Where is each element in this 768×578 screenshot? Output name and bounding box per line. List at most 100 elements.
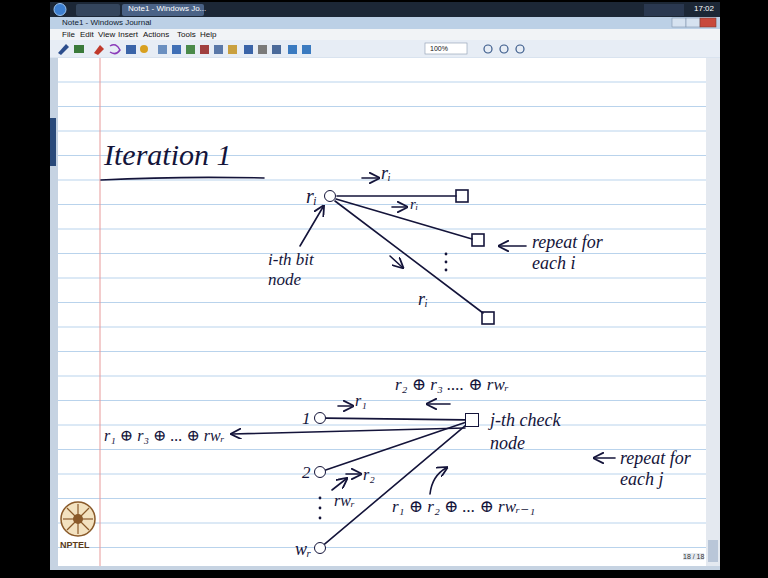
tray-icons xyxy=(644,4,684,16)
logo-text: NPTEL xyxy=(60,541,90,550)
ruled-line xyxy=(58,327,706,328)
message-arrow xyxy=(338,405,352,407)
tool-icon xyxy=(172,45,181,54)
ruled-line xyxy=(58,82,706,83)
pointer-arrow xyxy=(595,457,615,459)
message-label: rᵢ xyxy=(381,164,391,182)
message-label: r₂ xyxy=(363,467,375,483)
start-orb xyxy=(54,4,66,16)
page-counter: 18 / 18 xyxy=(683,553,704,560)
pointer-arrow xyxy=(500,245,526,247)
return-arrow xyxy=(233,428,465,434)
tool-icon xyxy=(140,45,148,53)
ellipsis-dot xyxy=(445,269,448,272)
emblem-spoke xyxy=(67,508,89,530)
menu-item: Insert xyxy=(118,31,138,39)
window-title: Note1 - Windows Journal xyxy=(62,19,151,27)
node-label: wᵣ xyxy=(295,540,311,558)
toolbar xyxy=(50,40,720,57)
message-label: rᵢ xyxy=(418,290,428,308)
g-part xyxy=(101,177,615,494)
scroll-thumb xyxy=(708,540,718,562)
zoom-level: 100% xyxy=(430,45,448,52)
message-arrow xyxy=(362,177,378,179)
ruled-line xyxy=(58,523,706,524)
maximize-button xyxy=(686,18,700,27)
message-arrow xyxy=(332,479,346,490)
message-arrow xyxy=(390,256,402,267)
message-label: r₂ ⊕ r₃ .... ⊕ rwᵣ xyxy=(395,376,509,393)
nptel-emblem xyxy=(61,502,95,536)
menu-item: Help xyxy=(200,31,216,39)
bit-node: wᵣ xyxy=(314,542,326,554)
side-tab xyxy=(50,118,56,166)
title-bar xyxy=(50,17,720,29)
ruled-line xyxy=(58,449,706,450)
menu-item: Actions xyxy=(143,31,169,39)
edge-line xyxy=(336,199,472,239)
message-label: rwᵣ xyxy=(334,493,355,509)
ellipsis-dot xyxy=(445,261,448,264)
window-frame xyxy=(50,2,720,570)
tool-icon xyxy=(186,45,195,54)
callout-note: i-th bit node xyxy=(268,250,330,289)
tool-icon xyxy=(214,45,223,54)
pen-icon xyxy=(58,44,69,55)
zoom-icon xyxy=(500,45,508,53)
tool-icon xyxy=(272,45,281,54)
menu-item: File xyxy=(62,31,75,39)
margin-line xyxy=(100,58,101,566)
bit-node: 1 xyxy=(314,412,326,424)
message-label: r₁ ⊕ r₂ ⊕ ... ⊕ rwᵣ₋₁ xyxy=(392,498,535,515)
node-label: j-th check node xyxy=(490,409,582,456)
heading-underline xyxy=(101,177,264,180)
tool-icon xyxy=(126,45,136,54)
check-square xyxy=(472,234,484,246)
left-strip xyxy=(50,58,58,566)
ellipsis-dot xyxy=(319,517,322,520)
ruled-line xyxy=(58,131,706,132)
side-note: repeat for each j xyxy=(620,448,702,489)
edge-line xyxy=(335,201,483,313)
node-label: 1 xyxy=(302,410,311,427)
menu-item: View xyxy=(98,31,115,39)
close-button xyxy=(700,18,716,27)
ruled-line xyxy=(58,351,706,352)
ellipsis-dot xyxy=(445,253,448,256)
g-part xyxy=(63,504,93,534)
ruled-line xyxy=(58,547,706,548)
ruled-line xyxy=(58,278,706,279)
node-label: rᵢ xyxy=(306,186,317,206)
tanner-edge xyxy=(326,418,465,420)
minimize-button xyxy=(672,18,686,27)
bit-node: 2 xyxy=(314,466,326,478)
menu-bar xyxy=(50,29,720,40)
menu-item: Edit xyxy=(80,31,94,39)
ruled-line xyxy=(58,302,706,303)
zoom-icon xyxy=(484,45,492,53)
message-arrow xyxy=(392,206,406,208)
ellipsis-dot xyxy=(319,507,322,510)
ruled-line xyxy=(58,229,706,230)
ruled-line xyxy=(58,425,706,426)
tool-icon xyxy=(74,45,84,53)
tool-icon xyxy=(258,45,267,54)
check-node: j-th check node xyxy=(465,413,479,427)
message-label: rᵢ xyxy=(410,197,418,212)
ellipsis-dot xyxy=(319,497,322,500)
message-arrow xyxy=(428,403,450,405)
tool-icon xyxy=(244,45,253,54)
ruled-line xyxy=(58,204,706,205)
taskbar-button xyxy=(76,4,120,16)
emblem-spoke xyxy=(67,508,89,530)
message-arrow xyxy=(346,473,360,475)
clock: 17:02 xyxy=(694,5,714,13)
zoom-box xyxy=(425,43,467,54)
emblem-ring xyxy=(61,502,95,536)
message-label: r₁ xyxy=(355,393,367,409)
tool-icon xyxy=(158,45,167,54)
